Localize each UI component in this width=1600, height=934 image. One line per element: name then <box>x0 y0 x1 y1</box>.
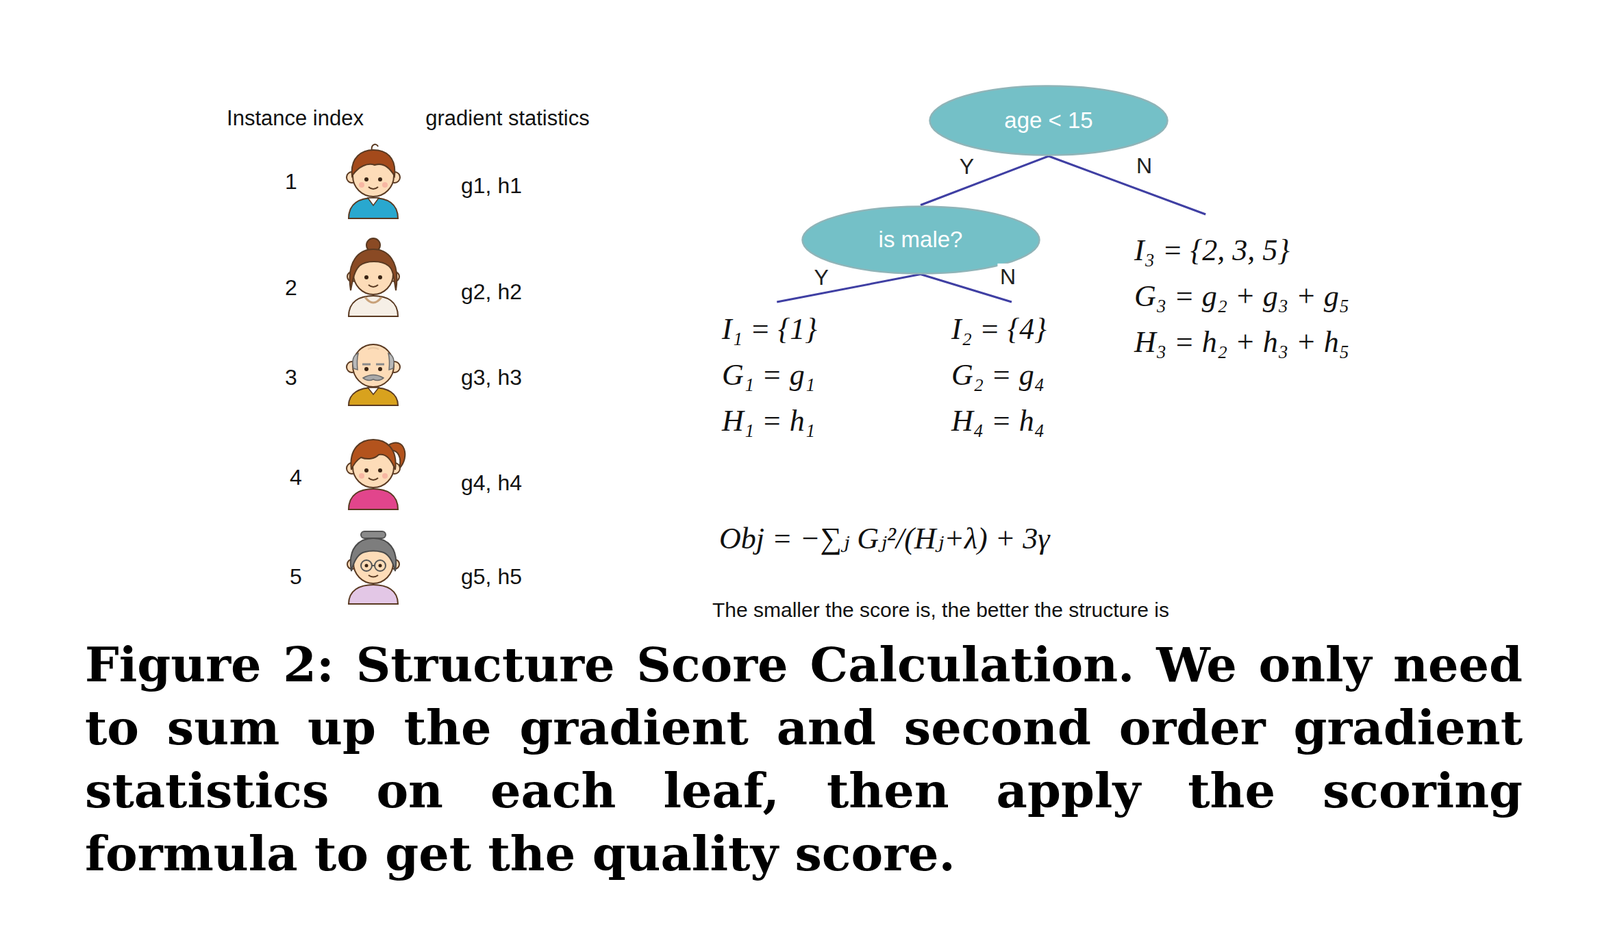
leaf-box: I₃ = {2, 3, 5}G₃ = g₂ + g₃ + g₅H₃ = h₂ +… <box>1128 214 1355 370</box>
node-text: age < 15 <box>1004 107 1093 134</box>
node-text: G₂ = g₄ <box>951 352 1047 398</box>
gradient-stats: g1, h1 <box>460 172 522 199</box>
edge-label: Y <box>956 153 977 180</box>
person-icon <box>346 439 405 510</box>
decision-ellipse: age < 15 <box>928 84 1169 157</box>
node-text: is male? <box>878 226 964 253</box>
objective-formula: Obj = −∑ⱼ Gⱼ²/(Hⱼ+λ) + 3γ <box>719 521 1050 558</box>
person-icon <box>346 344 400 406</box>
gradient-stats: g2, h2 <box>460 278 522 305</box>
tree-edge <box>1048 156 1206 215</box>
node-text: H₄ = h₄ <box>951 397 1047 444</box>
figure-caption: Figure 2: Structure Score Calculation. W… <box>84 633 1523 886</box>
gradient-stats: g4, h4 <box>460 469 522 496</box>
gradient-stats: g3, h3 <box>460 364 522 391</box>
instance-index: 4 <box>289 464 303 491</box>
edge-label: N <box>997 263 1019 290</box>
node-text: H₃ = h₂ + h₃ + h₅ <box>1134 319 1350 366</box>
node-text: I₃ = {2, 3, 5} <box>1134 227 1350 274</box>
node-text: G₁ = g₁ <box>721 352 818 398</box>
person-icon <box>347 531 400 605</box>
node-text: I₂ = {4} <box>951 306 1047 353</box>
note-text: The smaller the score is, the better the… <box>712 597 1170 623</box>
leaf-box: I₂ = {4}G₂ = g₄H₄ = h₄ <box>945 302 1053 448</box>
node-text: G₃ = g₂ + g₃ + g₅ <box>1134 273 1350 320</box>
person-icon <box>346 144 400 219</box>
column-header: Instance index <box>226 105 364 131</box>
instance-index: 1 <box>284 168 298 195</box>
tree-edge <box>920 156 1049 206</box>
column-header: gradient statistics <box>425 105 590 131</box>
person-icon <box>347 238 400 317</box>
tree-edge <box>776 274 921 303</box>
instance-index: 5 <box>289 563 303 590</box>
node-text: H₁ = h₁ <box>721 397 818 444</box>
leaf-box: I₁ = {1}G₁ = g₁H₁ = h₁ <box>716 302 823 448</box>
edge-label: Y <box>810 264 831 291</box>
instance-index: 2 <box>284 274 298 301</box>
gradient-stats: g5, h5 <box>460 563 522 590</box>
node-text: I₁ = {1} <box>721 306 818 353</box>
edge-label: N <box>1133 152 1155 179</box>
instance-index: 3 <box>284 364 298 391</box>
